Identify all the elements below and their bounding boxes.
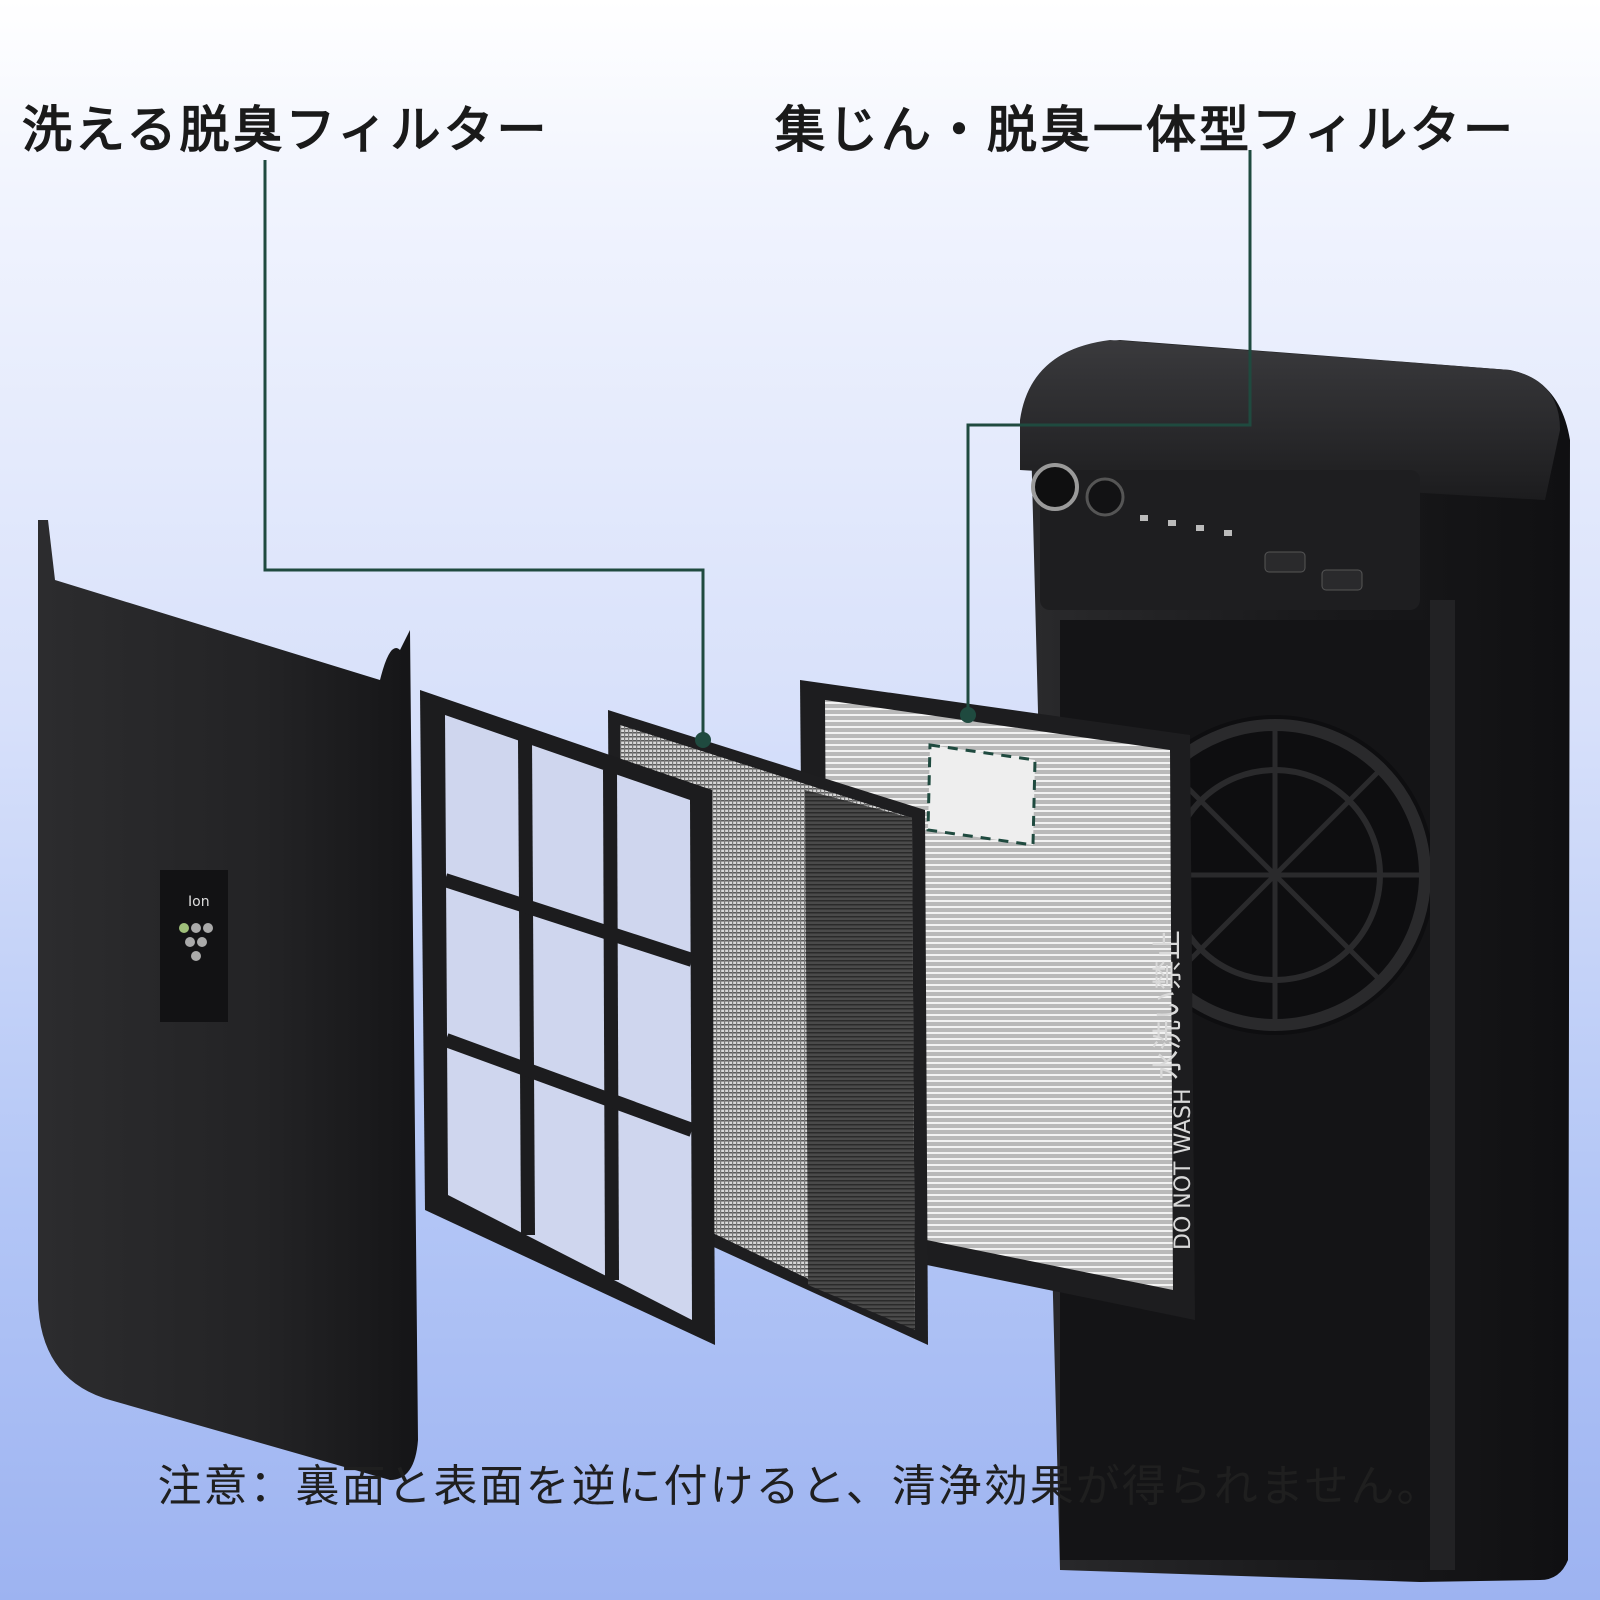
leader-line-integrated bbox=[966, 150, 1252, 715]
plasmacluster-logo-icon bbox=[160, 870, 228, 1022]
power-button-icon bbox=[1031, 463, 1079, 511]
pre-filter-frame bbox=[420, 690, 715, 1345]
washable-deodorizing-filter-label: 洗える脱臭フィルター bbox=[22, 101, 550, 159]
installation-warning-note: 注意：裏面と表面を逆に付けると、清浄効果が得られません。 bbox=[157, 1461, 1443, 1512]
front-panel: Ion bbox=[38, 520, 418, 1480]
integrated-dust-deodorizing-filter-label: 集じん・脱臭一体型フィルター bbox=[775, 101, 1516, 159]
panel-logo-text: Ion bbox=[188, 894, 210, 910]
hepa-english-print: DO NOT WASH bbox=[1171, 1088, 1196, 1250]
mode-button-icon bbox=[1085, 477, 1125, 517]
leader-dot-washable bbox=[695, 732, 711, 748]
leader-dot-integrated bbox=[960, 707, 976, 723]
leader-line-washable bbox=[263, 160, 705, 740]
filter-orientation-mark-icon bbox=[926, 743, 1037, 847]
hepa-vertical-print: 水洗い禁止 bbox=[1151, 930, 1186, 1080]
